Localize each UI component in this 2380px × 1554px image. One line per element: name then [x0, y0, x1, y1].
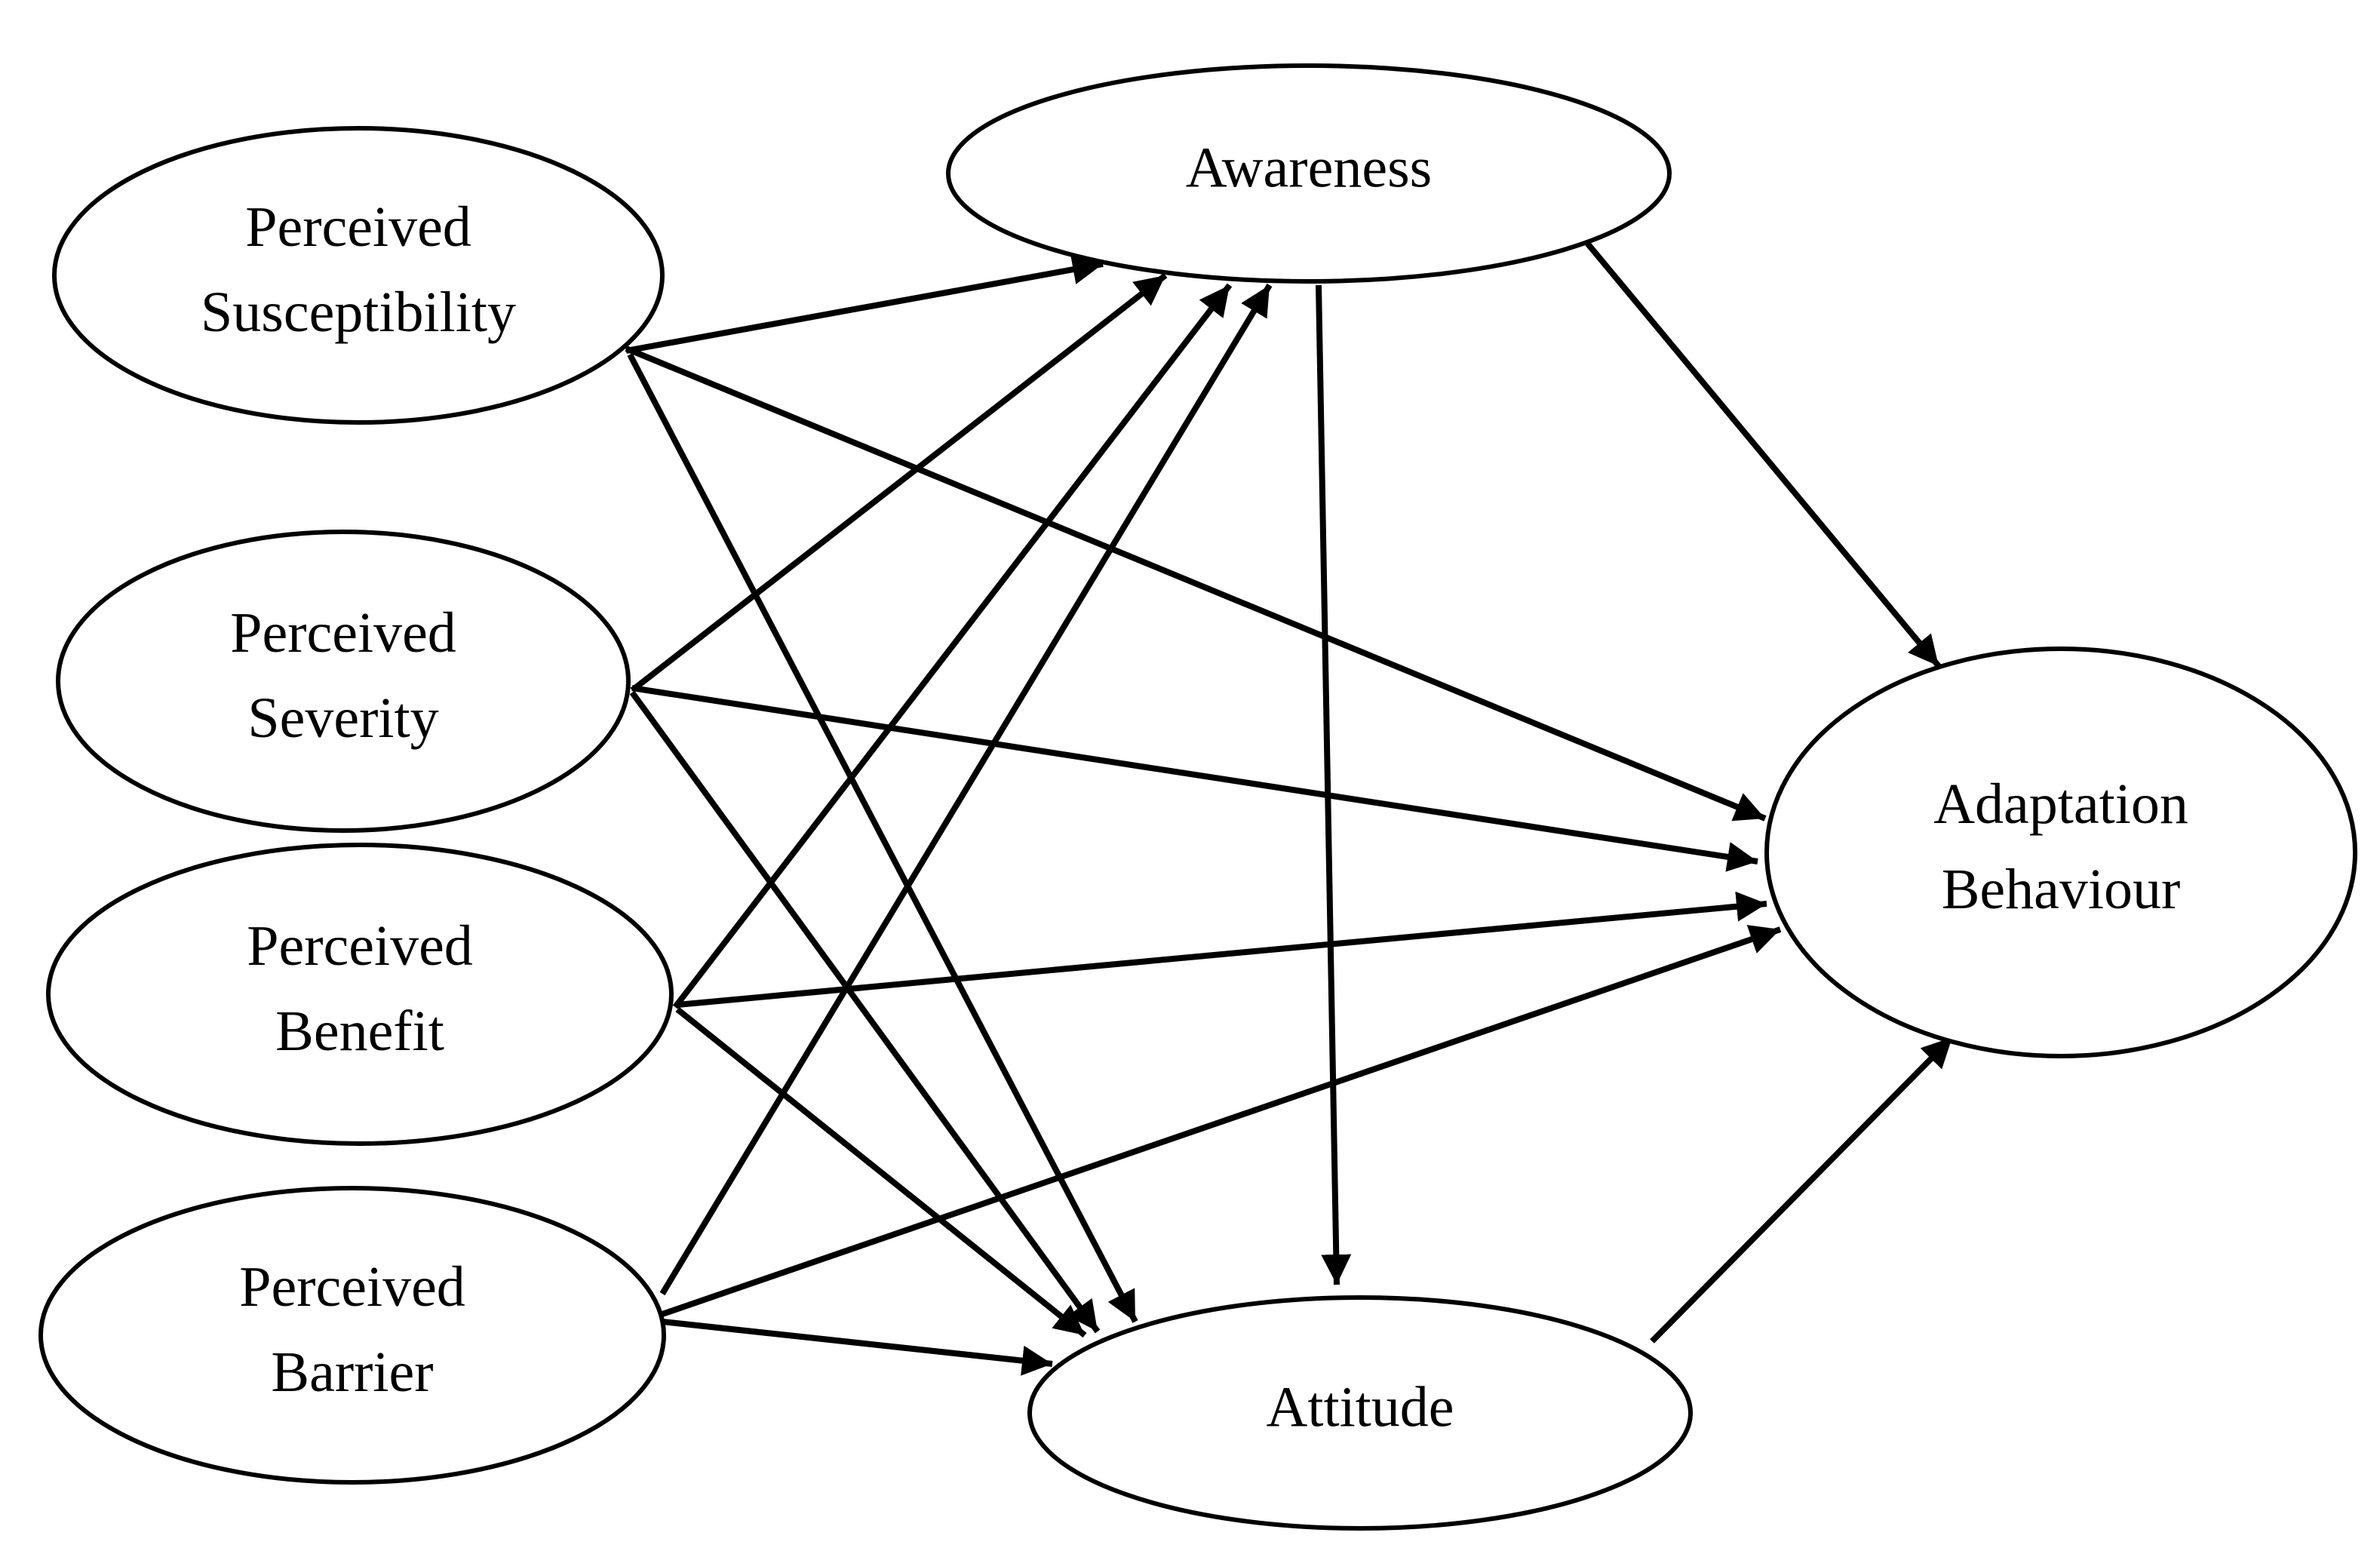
arrow-perceived-benefit-to-awareness: [672, 283, 1233, 1009]
perceived-barrier-label-line-2: Barrier: [271, 1341, 433, 1404]
attitude-ellipse: [1027, 1295, 1693, 1531]
perceived-susceptibility-label-line-1: Perceived: [245, 195, 471, 259]
arrow-perceived-barrier-to-attitude: [662, 1319, 1053, 1376]
adaptation-behaviour-ellipse: [1764, 646, 2357, 1058]
arrow-perceived-benefit-to-attitude: [675, 1006, 1087, 1338]
arrow-perceived-susceptibility-to-awareness: [625, 254, 1104, 354]
perceived-susceptibility-ellipse: [52, 126, 665, 425]
arrow-perceived-susceptibility-to-attitude: [627, 353, 1138, 1323]
arrow-perceived-severity-to-awareness: [630, 272, 1168, 693]
adaptation-behaviour-label-line-1: Adaptation: [1933, 772, 2188, 836]
node-awareness: Awareness: [946, 63, 1672, 284]
arrow-perceived-benefit-to-adaptation-behaviour: [677, 891, 1767, 1008]
perceived-barrier-label-line-1: Perceived: [239, 1255, 465, 1319]
awareness-ellipse: [946, 63, 1672, 284]
node-attitude: Attitude: [1027, 1295, 1693, 1531]
arrow-perceived-susceptibility-to-adaptation-behaviour: [625, 346, 1767, 822]
arrow-perceived-severity-to-attitude: [629, 690, 1101, 1334]
edges-layer: [625, 235, 1955, 1376]
arrow-perceived-severity-to-adaptation-behaviour: [631, 685, 1758, 872]
perceived-severity-ellipse: [56, 530, 631, 833]
adaptation-behaviour-label-line-2: Behaviour: [1942, 858, 2181, 921]
attitude-label-line-1: Attitude: [1266, 1375, 1454, 1439]
perceived-benefit-label-line-2: Benefit: [275, 1000, 444, 1063]
awareness-label-line-1: Awareness: [1186, 136, 1432, 199]
arrow-attitude-to-adaptation-behaviour: [1650, 1035, 1955, 1344]
perceived-benefit-ellipse: [46, 843, 674, 1146]
arrow-perceived-barrier-to-awareness: [659, 283, 1273, 1296]
perceived-susceptibility-label-line-2: Susceptibility: [201, 281, 516, 344]
perceived-severity-label-line-1: Perceived: [230, 601, 456, 665]
perceived-benefit-label-line-1: Perceived: [247, 914, 473, 978]
arrow-awareness-to-attitude: [1316, 284, 1352, 1285]
perceived-severity-label-line-2: Severity: [247, 686, 438, 750]
arrow-awareness-to-adaptation-behaviour: [1580, 235, 1942, 668]
nodes-layer: PerceivedSusceptibilityPerceivedSeverity…: [38, 63, 2357, 1531]
arrow-perceived-barrier-to-adaptation-behaviour: [661, 925, 1782, 1317]
perceived-barrier-ellipse: [38, 1186, 666, 1485]
